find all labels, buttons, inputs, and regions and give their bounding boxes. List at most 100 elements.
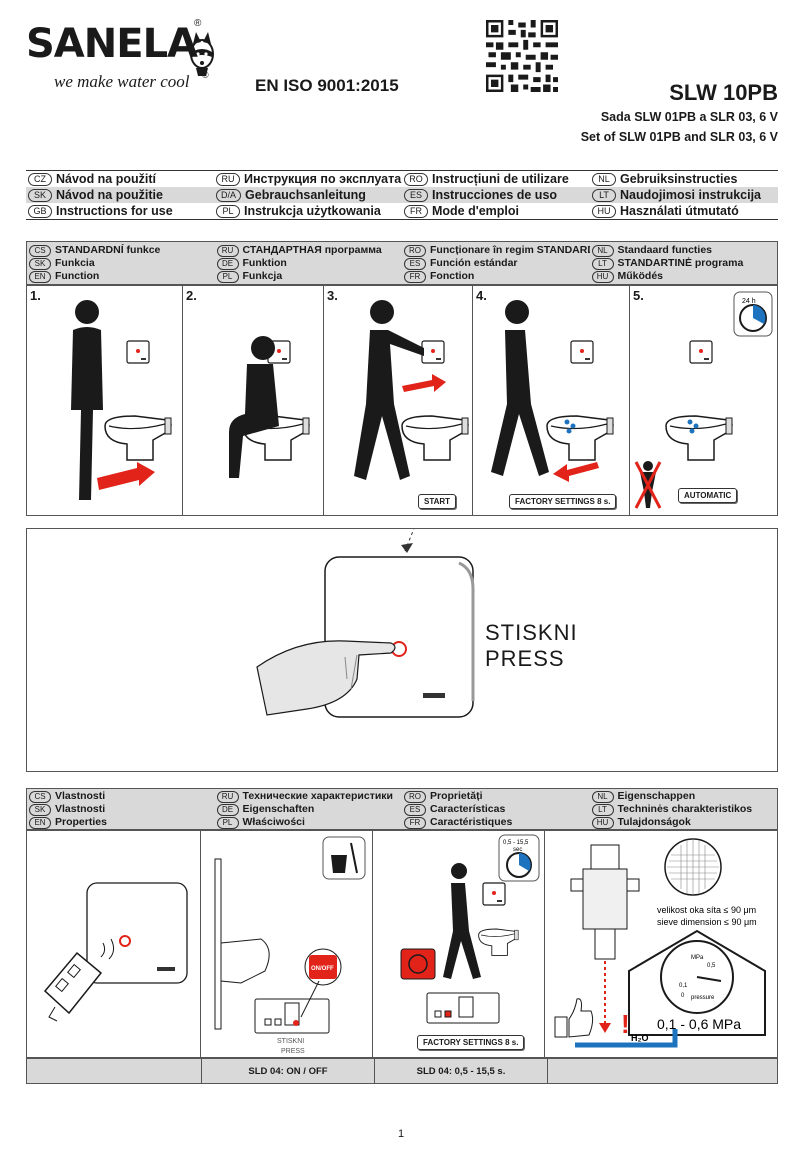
lang-code-badge: NL	[592, 172, 616, 186]
hand-icon	[256, 640, 396, 716]
lang-code-badge: CZ	[28, 172, 52, 186]
lang-code-badge: NL	[591, 244, 614, 257]
lang-code-badge: GB	[28, 204, 52, 218]
signal-waves-icon	[100, 938, 115, 960]
lang-code-badge: PL	[216, 816, 239, 829]
toilet-icon	[104, 415, 172, 461]
lang-text: Caractéristiques	[430, 816, 513, 828]
control-unit-icon	[254, 998, 330, 1034]
lang-text: STANDARTINĖ programa	[617, 257, 744, 269]
lang-code-badge: ES	[404, 188, 428, 202]
lang-code-badge: CS	[29, 244, 51, 257]
water-pipe-icon	[575, 1029, 678, 1048]
lang-code-badge: FR	[404, 270, 426, 283]
toilet-icon	[478, 928, 519, 956]
lang-text: Properties	[55, 816, 107, 828]
sieve-mesh-icon	[664, 838, 722, 896]
lang-code-badge: LT	[591, 803, 614, 816]
stiskni-label: STISKNI	[277, 1038, 304, 1045]
standing-person-icon	[71, 300, 103, 500]
step-3-illustration	[354, 300, 469, 480]
lang-cell: RU Инструкция по эксплуатации	[214, 171, 402, 187]
property-panel-cleaning: ON/OFF STISKNI PRESS	[200, 830, 373, 1058]
brand-name: SANELA	[26, 21, 198, 67]
step-1-illustration	[71, 300, 172, 500]
lang-text: Características	[430, 803, 506, 815]
registered-mark-tagline: ®	[202, 70, 209, 80]
lang-code-badge: EN	[29, 270, 51, 283]
arrow-head-icon	[599, 1023, 611, 1033]
lang-text: Технические характеристики	[242, 790, 394, 802]
property-panel-timer: 0,5 - 15,5 sec FACTORY SETTINGS 8 s.	[372, 830, 545, 1058]
gauge-tick-05: 0,5	[707, 963, 716, 969]
raccoon-mascot-icon	[190, 32, 214, 76]
water-drops-icon	[687, 419, 699, 434]
footer-cell-empty	[547, 1059, 777, 1083]
step-number: 3.	[327, 288, 338, 303]
gauge-tick-0: 0	[681, 993, 685, 999]
sanela-logo	[190, 32, 214, 76]
timer-icon	[733, 291, 773, 337]
lang-code-badge: RO	[404, 172, 428, 186]
lang-text: Instrucțiuni de utilizare	[432, 172, 569, 186]
cleaning-illustration: ON/OFF STISKNI PRESS	[214, 836, 366, 1055]
pressure-range-label: 0,1 - 0,6 MPa	[657, 1016, 741, 1032]
lang-text: Működés	[617, 270, 664, 282]
lang-code-badge: LT	[591, 257, 614, 270]
toilet-icon	[401, 415, 469, 461]
lang-text: Návod na použitie	[56, 188, 163, 202]
step-number: 5.	[633, 288, 644, 303]
lang-text: Gebrauchsanleitung	[245, 188, 366, 202]
lang-text: Tulajdonságok	[617, 816, 691, 828]
step-panel-3: 3. START	[323, 285, 473, 516]
sieve-label-en: sieve dimension ≤ 90 μm	[657, 917, 757, 927]
footer-cell-empty	[27, 1059, 201, 1083]
set-description-cz: Sada SLW 01PB a SLR 03, 6 V	[600, 110, 778, 124]
set-description-en: Set of SLW 01PB and SLR 03, 6 V	[580, 130, 778, 144]
lang-code-badge: RU	[216, 172, 240, 186]
walking-person-icon	[491, 300, 549, 476]
brand-tagline: we make water cool	[54, 72, 190, 91]
timer-callout-icon	[400, 948, 436, 980]
qr-code[interactable]	[486, 20, 558, 92]
thumbs-up-icon	[554, 998, 594, 1038]
lang-code-badge: HU	[591, 270, 614, 283]
pressure-illustration: velikost oka síta ≤ 90 μm sieve dimensio…	[554, 838, 766, 1048]
lang-text: Techninės charakteristikos	[617, 803, 753, 815]
toilet-icon	[665, 415, 733, 461]
house-pressure-gauge-icon	[628, 929, 766, 1036]
lang-text: Mode d'emploi	[432, 204, 519, 218]
lang-text: Инструкция по эксплуатации	[244, 172, 402, 186]
timer-icon	[498, 834, 540, 882]
automatic-tag: AUTOMATIC	[678, 488, 738, 503]
lang-code-badge: EN	[29, 816, 51, 829]
battery-illustration	[43, 882, 188, 1022]
arrow-head-icon	[401, 543, 413, 553]
lang-code-badge: RO	[404, 790, 426, 803]
step-panel-1: 1.	[26, 285, 183, 516]
footer-sld-onoff: SLD 04: ON / OFF	[201, 1059, 374, 1083]
wall-icon	[214, 858, 222, 1030]
lang-text: Fonction	[430, 270, 475, 282]
factory-settings-tag: FACTORY SETTINGS 8 s.	[417, 1035, 525, 1050]
step-panel-5: 5. 24 h AUTOMATIC	[629, 285, 778, 516]
lang-code-badge: RU	[216, 244, 239, 257]
lang-text: Właściwości	[242, 816, 305, 828]
arrow-icon	[553, 462, 599, 482]
lang-code-badge: FR	[404, 816, 426, 829]
